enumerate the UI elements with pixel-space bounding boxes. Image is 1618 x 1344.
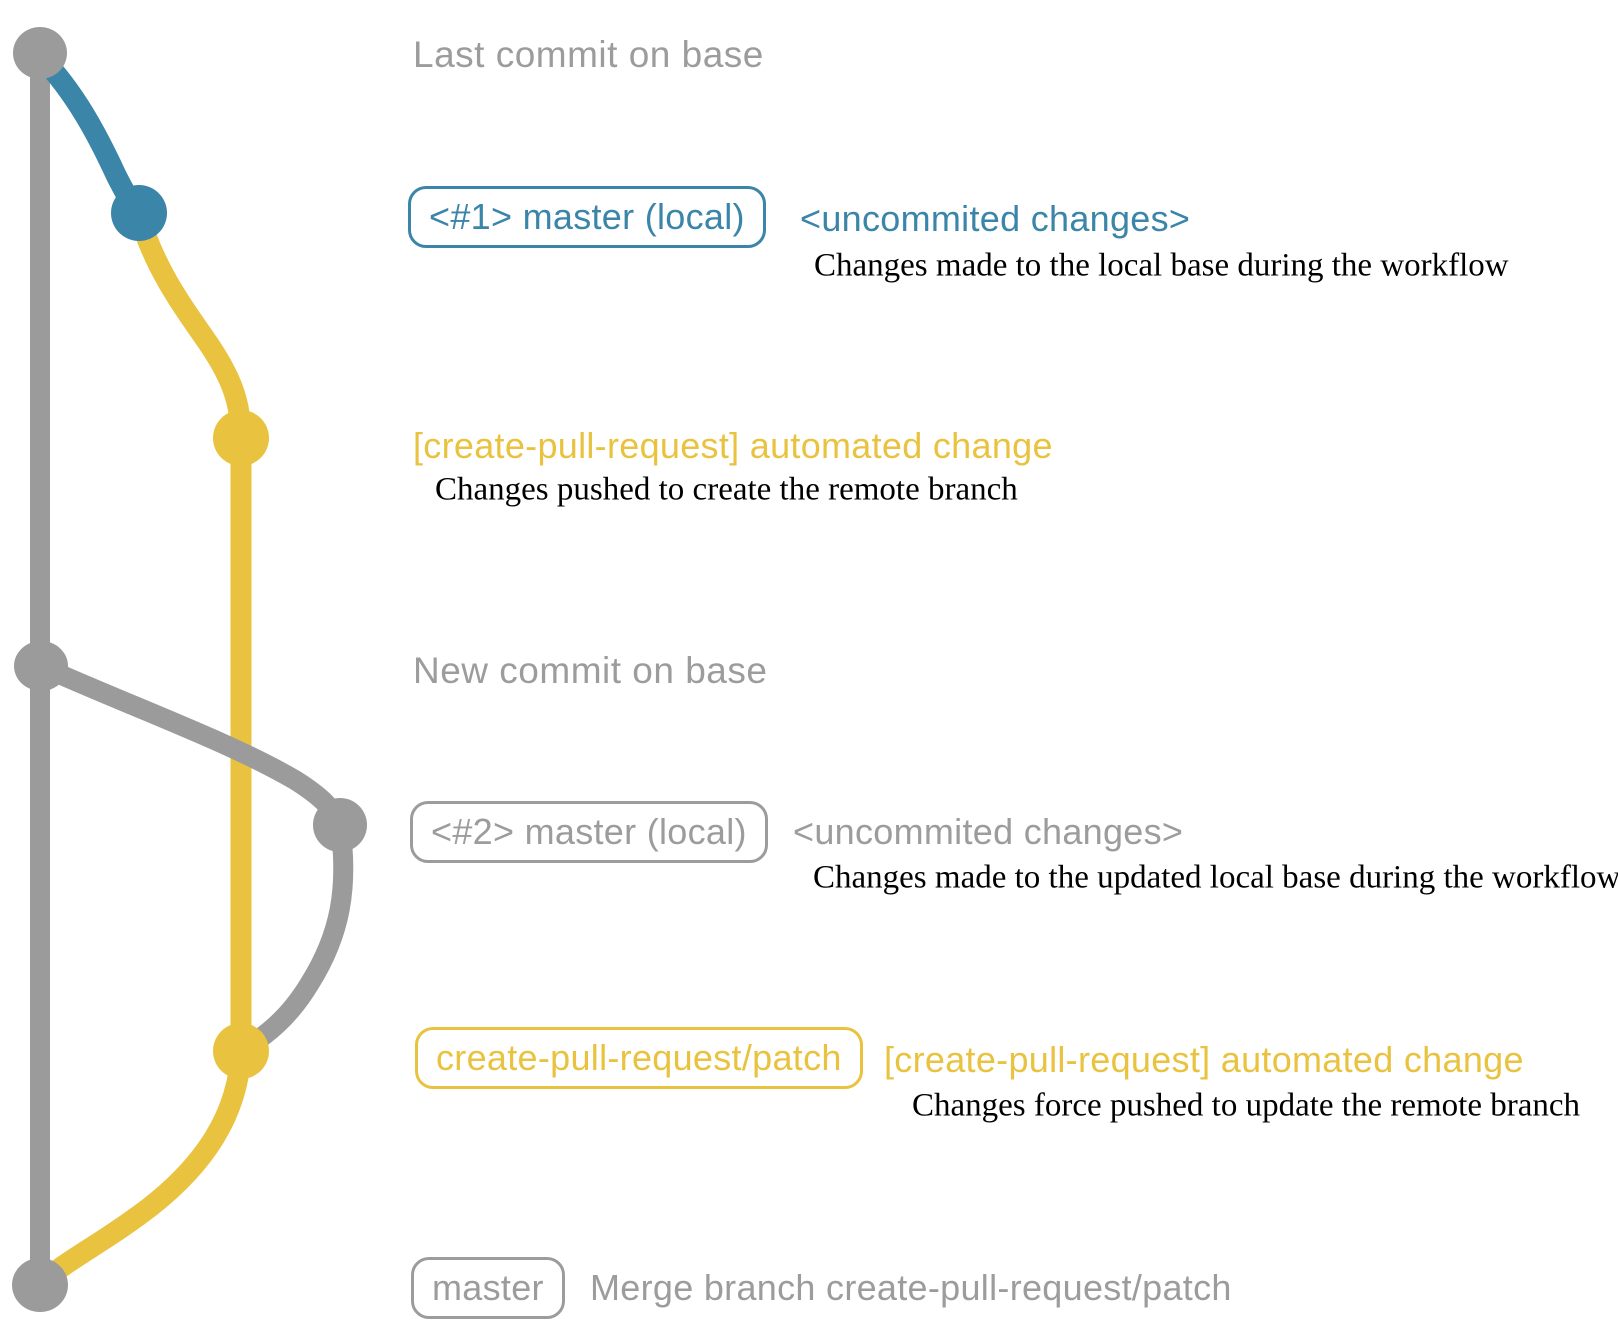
- detail-push-remote-branch: Changes pushed to create the remote bran…: [435, 471, 1018, 508]
- detail-local-base-changes-1: Changes made to the local base during th…: [814, 247, 1509, 284]
- commit-node-remote-branch-push-1: [213, 410, 269, 466]
- note-automated-change-2: [create-pull-request] automated change: [884, 1039, 1524, 1080]
- badge-master-local-1: <#1> master (local): [408, 186, 766, 248]
- commit-graph: [12, 27, 367, 1312]
- badge-master-local-2: <#2> master (local): [410, 801, 768, 863]
- caption-last-commit-on-base: Last commit on base: [413, 34, 764, 75]
- badge-master: master: [411, 1257, 565, 1319]
- detail-local-base-changes-2: Changes made to the updated local base d…: [813, 859, 1618, 896]
- note-uncommitted-changes-2: <uncommited changes>: [793, 811, 1184, 852]
- commit-node-last-commit-on-base: [13, 27, 67, 79]
- note-automated-change-1: [create-pull-request] automated change: [413, 425, 1053, 466]
- branch-path-local-changes-2: [31, 656, 350, 834]
- note-merge-branch: Merge branch create-pull-request/patch: [590, 1267, 1232, 1308]
- commit-node-local-uncommitted-2: [313, 798, 367, 852]
- commit-node-local-uncommitted-1: [111, 185, 167, 241]
- branch-path-rebase-merge: [236, 815, 354, 1058]
- commit-node-new-commit-on-base: [14, 641, 68, 691]
- note-uncommitted-changes-1: <uncommited changes>: [800, 198, 1191, 239]
- caption-new-commit-on-base: New commit on base: [413, 650, 768, 691]
- badge-create-pull-request-patch: create-pull-request/patch: [415, 1027, 863, 1089]
- commit-node-merge-commit: [12, 1258, 68, 1312]
- commit-node-remote-branch-force-push: [213, 1023, 269, 1079]
- detail-force-push-remote-branch: Changes force pushed to update the remot…: [912, 1087, 1581, 1124]
